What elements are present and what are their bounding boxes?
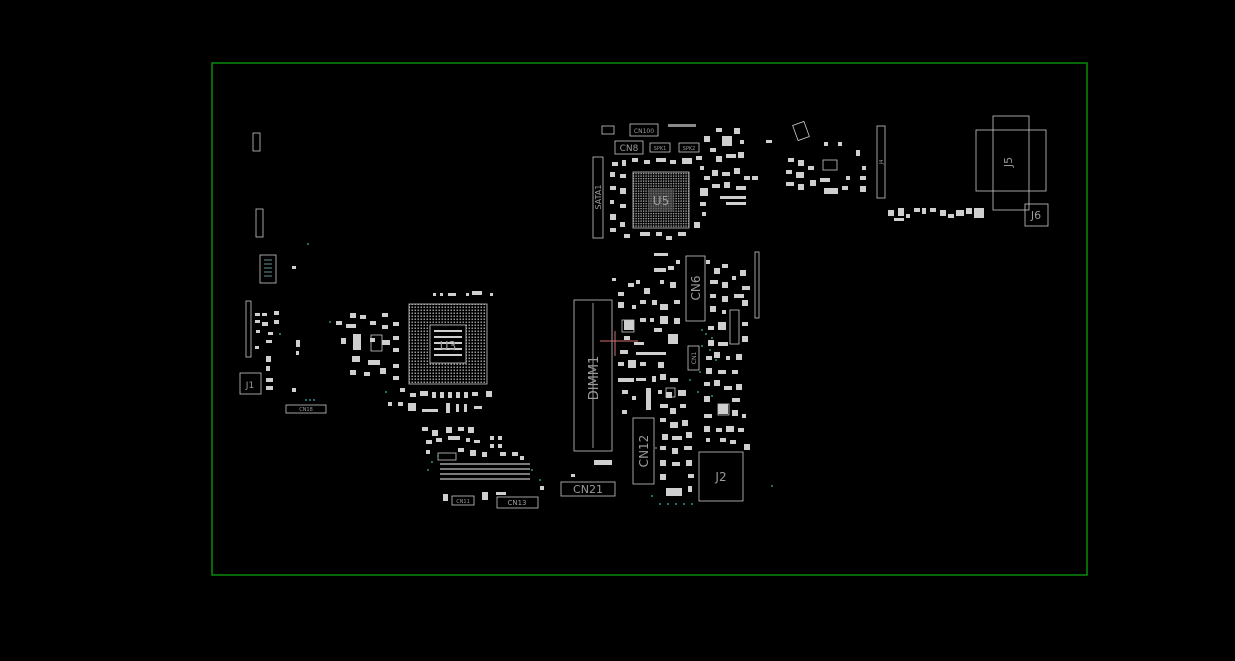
cn6-connector	[685, 255, 706, 322]
spk1-connector	[649, 142, 671, 153]
right-side-area: J5 J6	[888, 115, 1049, 227]
j5-label: J5	[1002, 157, 1015, 168]
left-edge-connectors: J1 CN18	[239, 132, 327, 414]
j1-label: J1	[245, 381, 254, 391]
cn1-connector	[687, 345, 700, 371]
cn100-label: CN100	[634, 128, 654, 135]
j6-connector	[1024, 203, 1049, 227]
spk2-label: SPK2	[683, 146, 696, 152]
cn13-label: CN13	[507, 499, 526, 507]
sata1-connector	[592, 156, 604, 239]
cn100-connector	[629, 123, 659, 137]
u5-area: SATA1 U5 CN100 CN8 SPK1 SPK2	[592, 120, 886, 240]
cn21-label: CN21	[573, 483, 603, 496]
j4-label: J4	[879, 160, 885, 166]
cn12-connector	[632, 417, 655, 485]
board-outline	[211, 62, 1088, 576]
cn12-label: CN12	[637, 435, 651, 468]
u3-label: U3	[440, 339, 456, 353]
cpu-u3-area: U3	[336, 291, 493, 413]
cn18-label: CN18	[299, 407, 313, 413]
cn6-label: CN6	[689, 276, 703, 301]
dimm1-label: DIMM1	[587, 356, 602, 401]
cursor-crosshair	[600, 331, 638, 356]
cn13-connector	[496, 496, 539, 509]
j6-label: J6	[1030, 209, 1041, 222]
lower-left-area: CN11 CN13	[422, 427, 544, 509]
dimm1-slot: DIMM1	[573, 299, 613, 452]
spk1-label: SPK1	[654, 146, 667, 152]
u5-label: U5	[653, 194, 669, 208]
cn11-connector	[451, 495, 475, 506]
cn11-label: CN11	[456, 499, 470, 505]
j4-connector	[876, 125, 886, 199]
spk2-connector	[678, 142, 700, 153]
cn18-connector	[285, 404, 327, 414]
j2-connector	[698, 451, 744, 502]
cn1-label: CN1	[691, 352, 698, 365]
sata1-label: SATA1	[594, 185, 603, 210]
cn21-connector: CN21	[560, 460, 616, 497]
center-cluster: CN6 CN12 CN1 J2	[279, 243, 773, 505]
cn8-connector	[614, 140, 644, 155]
cn8-label: CN8	[620, 144, 639, 154]
j1-connector	[239, 372, 262, 395]
j2-label: J2	[714, 470, 726, 484]
